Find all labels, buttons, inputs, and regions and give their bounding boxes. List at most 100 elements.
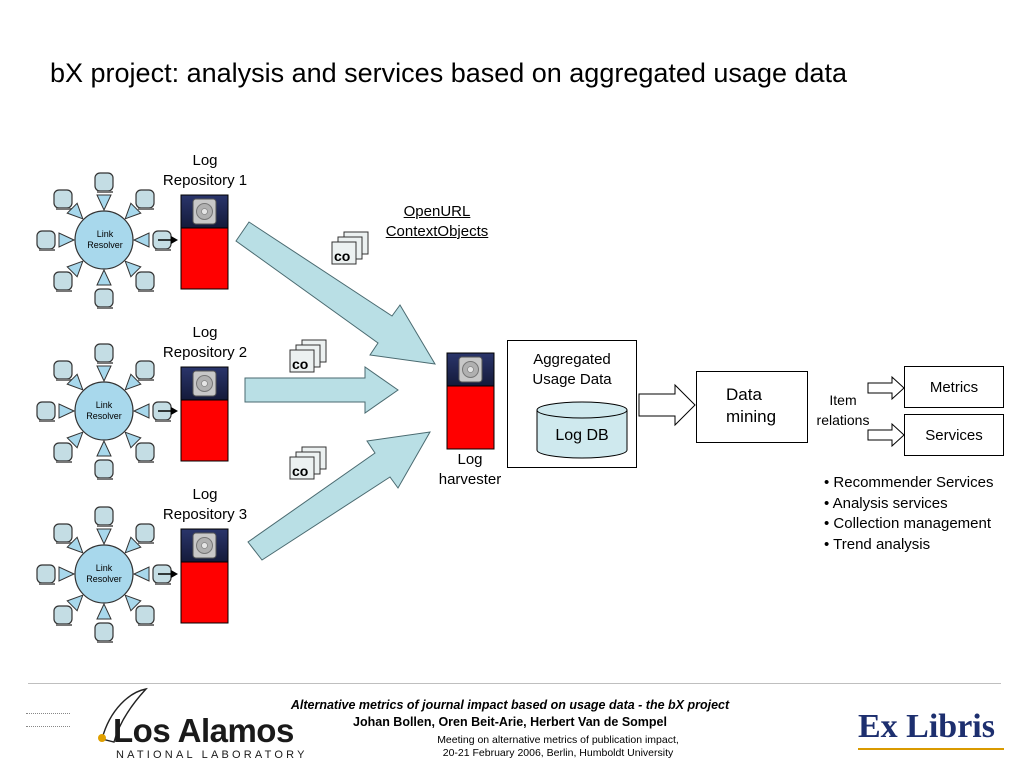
aggregated-usage-box [507, 340, 637, 468]
arrow-to-metrics [867, 375, 905, 401]
resolver-node [94, 343, 114, 363]
aggregated-line2: Usage Data [532, 371, 612, 388]
resolver-node [53, 523, 73, 543]
openurl-label: OpenURL ContextObjects [372, 202, 502, 242]
harvester-line2: harvester [438, 471, 502, 488]
metrics-box [904, 366, 1004, 408]
resolver-node [53, 189, 73, 209]
footer-meeting: Meeting on alternative metrics of public… [437, 734, 679, 746]
repo-1-line2: Repository 1 [162, 172, 248, 189]
link-resolver-cluster-2 [36, 343, 172, 480]
resolver-2-line2: Resolver [86, 411, 122, 421]
resolver-triangle [132, 566, 150, 582]
resolver-node [36, 564, 56, 584]
co-label-1: co [334, 248, 351, 264]
repo-3-line2: Repository 3 [162, 506, 248, 523]
resolver-triangle [132, 403, 150, 419]
flow-arrow-harvester-mining [638, 383, 696, 427]
flow-arrow-repo1 [235, 221, 436, 365]
repo-server-1 [180, 194, 229, 290]
resolver-node [36, 230, 56, 250]
service-item-1: • Recommender Services [824, 474, 994, 491]
repo-2-line1: Log [192, 324, 218, 341]
resolver-triangle [124, 202, 142, 220]
resolver-triangle [124, 594, 142, 612]
flow-arrow-repo2 [244, 366, 399, 414]
resolver-triangle [66, 431, 84, 449]
context-object-stacks [289, 231, 369, 480]
resolver-triangle [124, 431, 142, 449]
resolver-node [135, 442, 155, 462]
los-alamos-logo-text: Los Alamos [113, 712, 294, 749]
resolver-triangle [66, 202, 84, 220]
resolver-node [135, 360, 155, 380]
resolver-node [53, 271, 73, 291]
resolver-triangle [96, 268, 112, 286]
resolver-triangle [66, 594, 84, 612]
resolver-triangle [58, 403, 76, 419]
resolver-label-3: Link Resolver [75, 563, 133, 585]
small-fine-print-mark [26, 713, 70, 727]
data-mining-label: Data mining [726, 384, 776, 428]
resolver-1-line2: Resolver [87, 240, 123, 250]
resolver-triangle [66, 536, 84, 554]
ex-libris-logo: Ex Libris [858, 708, 995, 745]
data-mining-line1: Data [726, 385, 762, 404]
resolver-node [36, 401, 56, 421]
service-list: • Recommender Services • Analysis servic… [824, 473, 993, 555]
harvester-line1: Log [457, 451, 483, 468]
footer-authors: Johan Bollen, Oren Beit-Arie, Herbert Va… [353, 715, 667, 729]
footer-title: Alternative metrics of journal impact ba… [290, 698, 730, 712]
slide-title: bX project: analysis and services based … [50, 58, 848, 88]
resolver-triangle [132, 232, 150, 248]
resolver-triangle [66, 260, 84, 278]
resolver-1-line1: Link [96, 229, 114, 239]
log-db-cylinder [536, 401, 628, 459]
service-item-4: • Trend analysis [824, 535, 931, 553]
item-relations-line1: Item [829, 392, 857, 408]
services-box [904, 414, 1004, 456]
resolver-node [94, 459, 114, 479]
harvester-label: Log harvester [420, 450, 520, 490]
footer-date: 20-21 February 2006, Berlin, Humboldt Un… [442, 747, 674, 759]
openurl-line1: OpenURL [403, 203, 471, 220]
resolver-node [94, 288, 114, 308]
repo-2-line2: Repository 2 [162, 344, 248, 361]
resolver-node [94, 172, 114, 192]
resolver-3-line2: Resolver [86, 574, 122, 584]
resolver-node [53, 360, 73, 380]
repo-1-line1: Log [192, 152, 218, 169]
data-mining-line2: mining [726, 407, 777, 426]
harvester-server [446, 352, 495, 450]
resolver-to-repo-arrows [158, 236, 178, 578]
repo-label-1: Log Repository 1 [150, 151, 260, 191]
arrow-to-services [867, 422, 905, 448]
aggregated-label: Aggregated Usage Data [507, 350, 637, 390]
ex-libris-underline [858, 748, 1004, 750]
resolver-label-1: Link Resolver [76, 229, 134, 251]
resolver-triangle [58, 232, 76, 248]
resolver-label-2: Link Resolver [75, 400, 133, 422]
resolver-node [135, 189, 155, 209]
flow-arrow-repo3 [247, 431, 431, 561]
aggregated-line1: Aggregated [533, 351, 611, 368]
resolver-node [135, 271, 155, 291]
resolver-triangle [96, 602, 112, 620]
repository-servers [180, 194, 495, 624]
service-item-2: • Analysis services [824, 494, 948, 512]
resolver-node [135, 605, 155, 625]
services-label: Services [925, 427, 983, 444]
link-resolver-hub [74, 544, 134, 604]
data-mining-box [696, 371, 808, 443]
repo-label-3: Log Repository 3 [150, 485, 260, 525]
resolver-triangle [96, 439, 112, 457]
resolver-node [53, 442, 73, 462]
link-resolver-hub [74, 381, 134, 441]
co-stack-3 [289, 446, 327, 480]
resolver-triangle [96, 528, 112, 546]
link-resolver-cluster-1 [36, 172, 172, 309]
resolver-triangle [124, 260, 142, 278]
log-db-label: Log DB [555, 427, 609, 444]
repo-server-2 [180, 366, 229, 462]
resolver-node [94, 506, 114, 526]
